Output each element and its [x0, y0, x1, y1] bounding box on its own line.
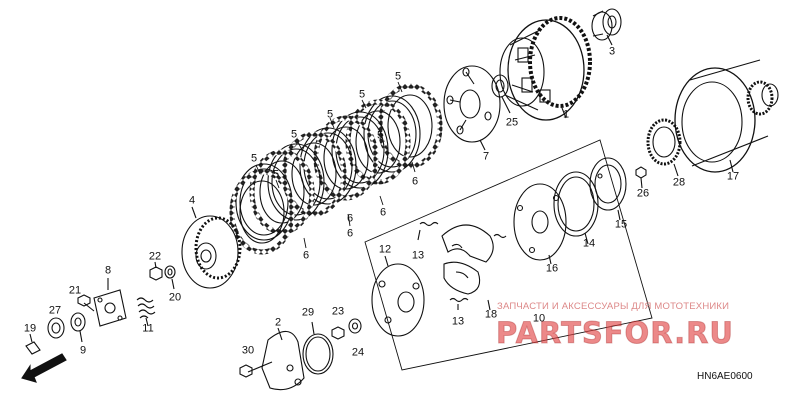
callout-10[interactable]: 10 [532, 312, 546, 325]
callout-28[interactable]: 28 [672, 176, 686, 189]
watermark-logo: PARTSFOR.RU [496, 316, 734, 351]
part-21-bolt [77, 294, 91, 307]
part-20-washer [164, 265, 176, 279]
part-16-plate [513, 183, 567, 261]
part-14-ring [553, 171, 599, 237]
callout-3[interactable]: 3 [608, 45, 616, 58]
part-30-bolt [239, 364, 253, 378]
callout-5[interactable]: 5 [272, 168, 280, 181]
callout-1[interactable]: 1 [562, 108, 570, 121]
callout-30[interactable]: 30 [241, 344, 255, 357]
callout-5[interactable]: 5 [326, 108, 334, 121]
callout-6[interactable]: 6 [411, 175, 419, 188]
callout-8[interactable]: 8 [104, 264, 112, 277]
callout-5[interactable]: 5 [290, 128, 298, 141]
part-17-clutch-drum [674, 59, 779, 173]
callout-5[interactable]: 5 [358, 88, 366, 101]
callout-12[interactable]: 12 [378, 243, 392, 256]
callout-27[interactable]: 27 [48, 304, 62, 317]
part-13-spring-upper [419, 221, 439, 227]
callout-6: 6 [346, 212, 354, 225]
callout-5: 5 [376, 129, 384, 142]
callout-22[interactable]: 22 [148, 250, 162, 263]
part-22-nut [149, 266, 163, 281]
callout-5[interactable]: 5 [250, 152, 258, 165]
callout-17[interactable]: 17 [726, 170, 740, 183]
clutch-disc-stack [229, 83, 443, 255]
part-2-cover [247, 330, 305, 391]
callout-29[interactable]: 29 [301, 306, 315, 319]
callout-11[interactable]: 11 [142, 322, 154, 335]
drawing-code: HN6AE0600 [697, 371, 753, 382]
part-11-spring [136, 297, 156, 319]
part-29-gasket [302, 333, 334, 375]
callout-2[interactable]: 2 [274, 316, 282, 329]
callout-13[interactable]: 13 [411, 249, 425, 262]
part-24-washer [348, 318, 362, 334]
callout-5[interactable]: 5 [394, 70, 402, 83]
callout-13[interactable]: 13 [451, 315, 465, 328]
callout-4[interactable]: 4 [188, 194, 196, 207]
callout-26[interactable]: 26 [636, 187, 650, 200]
callout-25[interactable]: 25 [505, 116, 519, 129]
part-8-lifter-plate [93, 289, 127, 327]
part-12-drive-plate [371, 263, 425, 337]
callout-16[interactable]: 16 [545, 262, 559, 275]
callout-19[interactable]: 19 [23, 322, 37, 335]
part-23-nut [331, 326, 345, 340]
callout-6[interactable]: 6 [379, 206, 387, 219]
part-15-plate [589, 157, 627, 211]
watermark-tagline: ЗАПЧАСТИ И АКСЕССУАРЫ ДЛЯ МОТОТЕХНИКИ [497, 301, 730, 312]
callout-18[interactable]: 18 [484, 308, 498, 321]
part-10-group-boundary [364, 139, 653, 371]
part-1-clutch-outer [499, 16, 592, 121]
callout-21[interactable]: 21 [68, 284, 82, 297]
callout-14[interactable]: 14 [582, 237, 596, 250]
callout-23[interactable]: 23 [331, 305, 345, 318]
callout-6[interactable]: 6 [302, 249, 310, 262]
callout-9[interactable]: 9 [79, 344, 87, 357]
front-direction-arrow [21, 353, 67, 383]
part-28-one-way-bearing [646, 118, 682, 166]
callout-7[interactable]: 7 [482, 150, 490, 163]
part-13-spring-lower [449, 297, 469, 303]
part-7-pressure-plate [443, 65, 501, 143]
part-19-pin [25, 341, 41, 355]
callout-15[interactable]: 15 [614, 218, 628, 231]
part-3-bushing [591, 8, 622, 41]
part-9-bearing [70, 312, 86, 332]
part-26-screw [635, 166, 647, 179]
part-4-clutch-center [181, 215, 242, 289]
callout-6[interactable]: 6 [346, 227, 354, 240]
part-27-bearing [47, 317, 65, 339]
callout-20[interactable]: 20 [168, 291, 182, 304]
part-18-clutch-weights [441, 224, 494, 295]
callout-24[interactable]: 24 [351, 346, 365, 359]
